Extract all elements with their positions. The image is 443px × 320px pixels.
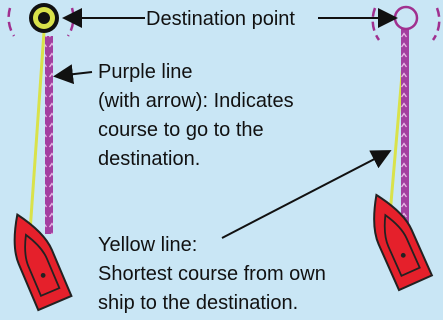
- purple-line-label-2: (with arrow): Indicates: [98, 90, 294, 112]
- yellow-line-label-1: Yellow line:: [98, 234, 197, 256]
- ship-icon: [13, 212, 73, 312]
- destination-label: Destination point: [146, 8, 295, 30]
- yellow-line-label-3: ship to the destination.: [98, 292, 298, 314]
- purple-line-label-1: Purple line: [98, 61, 193, 83]
- yellow-line-left: [28, 31, 46, 233]
- yellow-line-label-2: Shortest course from own: [98, 263, 326, 285]
- purple-line-label-4: destination.: [98, 148, 200, 170]
- purple-line-arrow: [53, 64, 93, 85]
- yellow-line-arrow: [221, 150, 392, 239]
- left-scene: [7, 3, 75, 312]
- purple-line-label-3: course to go to the: [98, 119, 264, 141]
- right-scene: [371, 5, 441, 292]
- purple-line-left: [45, 36, 53, 234]
- purple-line-right: [401, 28, 409, 234]
- ship-icon: [373, 193, 434, 292]
- destination-marker-icon: [7, 3, 75, 37]
